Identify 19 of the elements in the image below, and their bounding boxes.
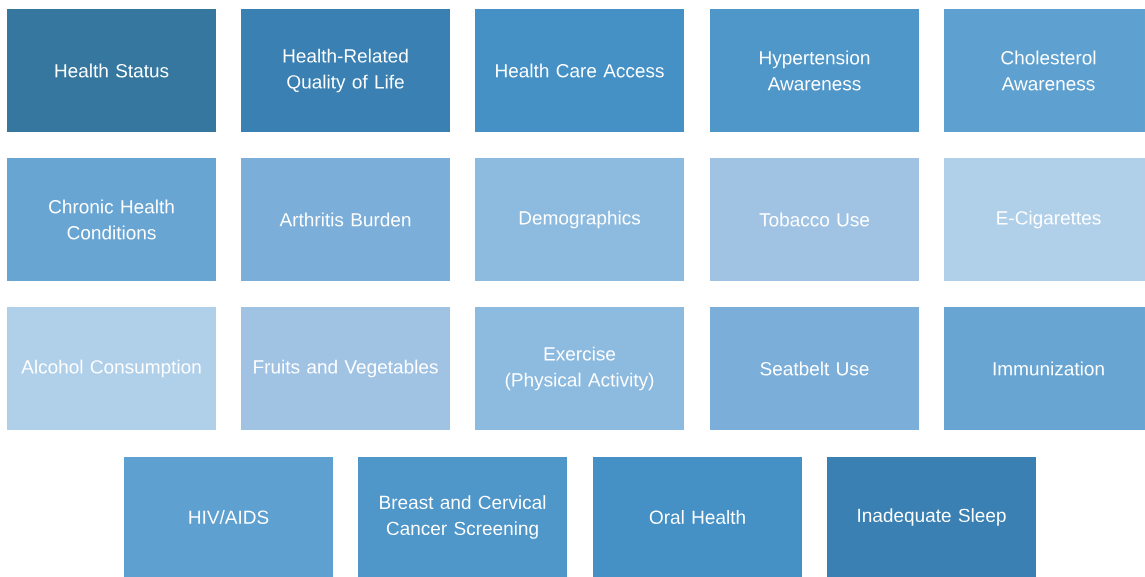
topic-box: Oral Health xyxy=(593,457,802,577)
topic-box: HIV/AIDS xyxy=(124,457,333,577)
topic-box: Chronic Health Conditions xyxy=(7,158,216,281)
topic-box: Immunization xyxy=(944,307,1145,430)
topic-box: Cholesterol Awareness xyxy=(944,9,1145,132)
topic-box: Arthritis Burden xyxy=(241,158,450,281)
topic-box: Seatbelt Use xyxy=(710,307,919,430)
topic-box: Alcohol Consumption xyxy=(7,307,216,430)
topic-box: Tobacco Use xyxy=(710,158,919,281)
topic-box: Demographics xyxy=(475,158,684,281)
topic-box: Hypertension Awareness xyxy=(710,9,919,132)
topic-box: Health Status xyxy=(7,9,216,132)
topic-box: Breast and Cervical Cancer Screening xyxy=(358,457,567,577)
topic-box: Inadequate Sleep xyxy=(827,457,1036,577)
topic-box: Health-Related Quality of Life xyxy=(241,9,450,132)
topic-box: E-Cigarettes xyxy=(944,158,1145,281)
topic-box: Fruits and Vegetables xyxy=(241,307,450,430)
topic-box: Health Care Access xyxy=(475,9,684,132)
topic-box: Exercise (Physical Activity) xyxy=(475,307,684,430)
